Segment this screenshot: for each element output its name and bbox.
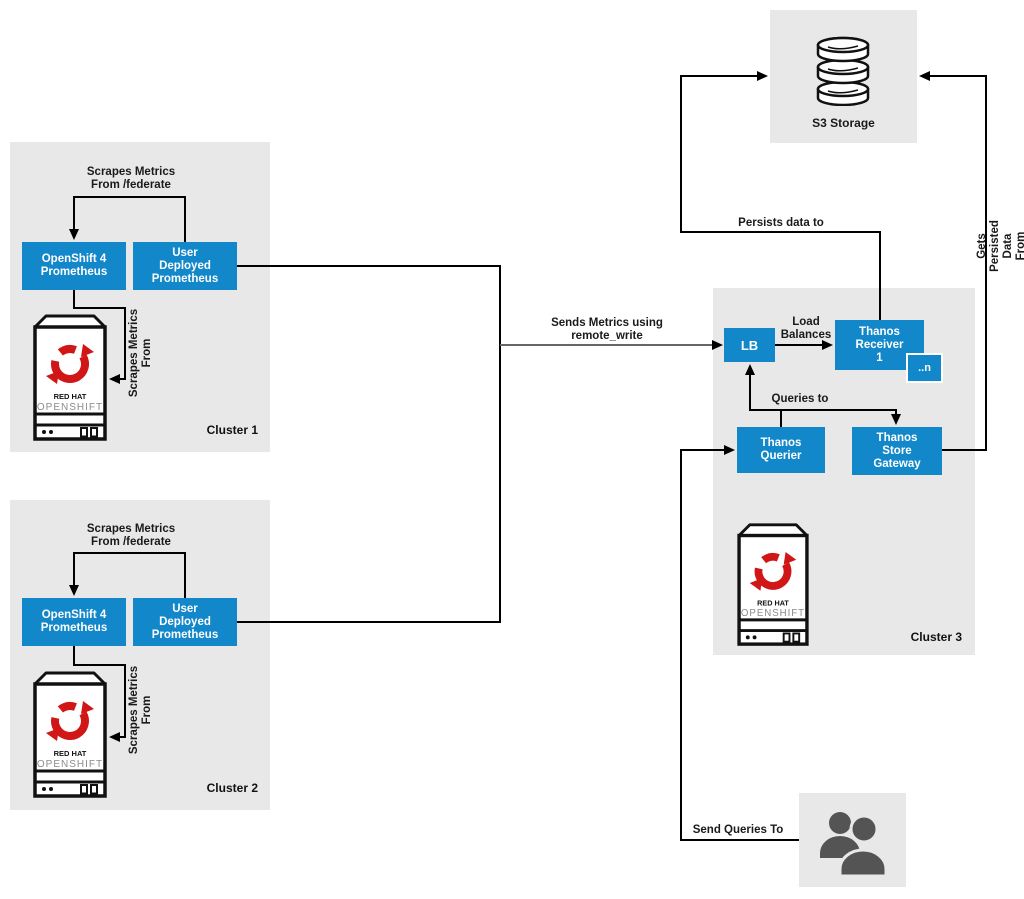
label-send-queries-to: Send Queries To: [692, 824, 784, 836]
cluster2-label: Cluster 2: [206, 781, 258, 795]
node-openshift4-prometheus-c2: OpenShift 4 Prometheus: [22, 598, 126, 646]
openshift-server-icon-c3: RED HAT OPENSHIFT: [737, 523, 809, 646]
cluster3-label: Cluster 3: [910, 630, 962, 644]
openshift-logo-icon: [749, 552, 797, 591]
node-thanos-querier: Thanos Querier: [737, 427, 825, 473]
node-openshift4-prometheus-c1: OpenShift 4 Prometheus: [22, 242, 126, 290]
openshift-logo-icon: [46, 701, 94, 741]
openshift-logo-icon: [46, 344, 94, 384]
node-receiver-n: ..n: [906, 353, 943, 383]
server-brand-text: RED HAT: [54, 392, 87, 401]
label-sends-metrics: Sends Metrics using remote_write: [551, 317, 663, 342]
label-scrapes-from-c2: Scrapes Metrics From: [128, 665, 153, 755]
label-persists-data-to: Persists data to: [738, 217, 824, 229]
users-icon: [820, 812, 888, 878]
node-user-deployed-prometheus-c2: User Deployed Prometheus: [133, 598, 237, 646]
server-brand-text: RED HAT: [757, 598, 789, 607]
openshift-server-icon-c1: RED HAT OPENSHIFT: [33, 314, 107, 441]
database-cylinder-icon: [816, 36, 870, 106]
cluster1-label: Cluster 1: [206, 423, 258, 437]
node-load-balancer: LB: [724, 328, 775, 362]
edge-clusters-merge: [237, 265, 501, 623]
server-brand-text: RED HAT: [54, 749, 87, 758]
node-thanos-receiver: Thanos Receiver 1: [835, 320, 924, 370]
label-gets-persisted: Gets Persisted Data From: [976, 220, 1024, 272]
server-product-text: OPENSHIFT: [37, 759, 103, 770]
server-product-text: OPENSHIFT: [741, 608, 805, 619]
server-product-text: OPENSHIFT: [37, 402, 103, 413]
label-load-balances: Load Balances: [780, 316, 832, 341]
label-scrapes-federate-c1: Scrapes Metrics From /federate: [86, 166, 176, 191]
label-queries-to: Queries to: [771, 393, 829, 405]
s3-storage-label: S3 Storage: [812, 116, 875, 130]
label-scrapes-federate-c2: Scrapes Metrics From /federate: [86, 523, 176, 548]
node-thanos-store-gateway: Thanos Store Gateway: [852, 427, 942, 475]
node-user-deployed-prometheus-c1: User Deployed Prometheus: [133, 242, 237, 290]
openshift-server-icon-c2: RED HAT OPENSHIFT: [33, 671, 107, 798]
label-scrapes-from-c1: Scrapes Metrics From: [128, 308, 153, 398]
